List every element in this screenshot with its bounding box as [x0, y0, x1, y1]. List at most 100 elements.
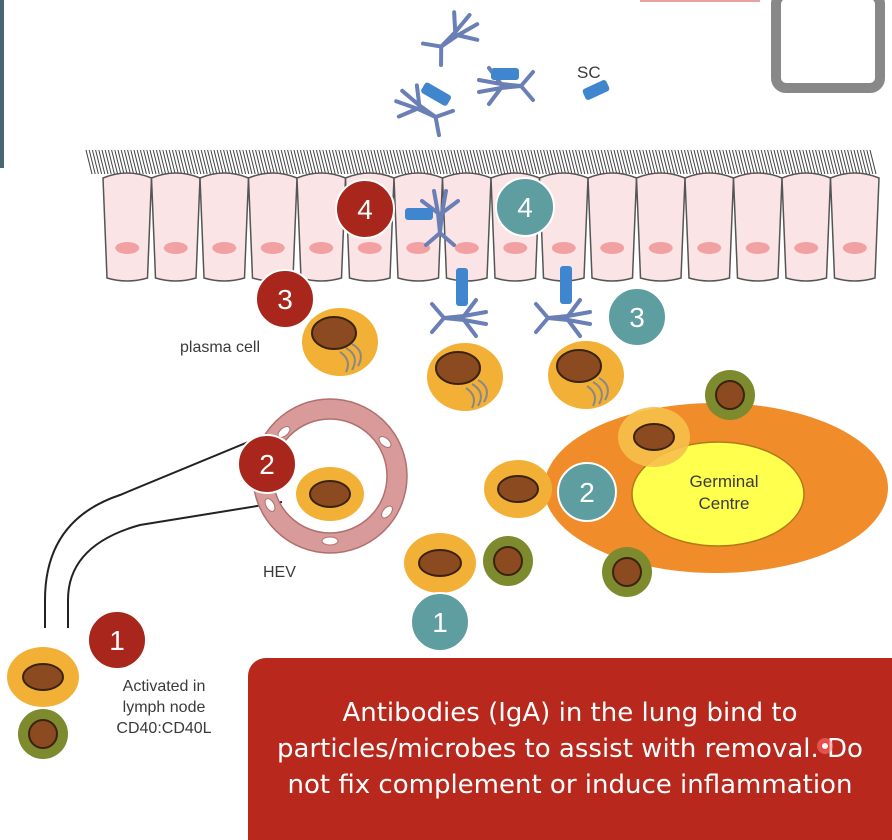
cilium [226, 149, 234, 175]
cilium [200, 149, 208, 175]
cilium [709, 149, 717, 175]
epithelium [102, 172, 880, 282]
cilium [475, 149, 483, 175]
teal-badge-1: 1 [410, 592, 470, 652]
cilia [85, 149, 877, 175]
cilium [85, 149, 93, 175]
cilium [744, 149, 752, 175]
epithelial-cell [732, 172, 783, 282]
activated-label-line3: CD40:CD40L [116, 720, 211, 737]
cilium [738, 149, 746, 175]
cilium [635, 149, 643, 175]
cilium [667, 149, 675, 175]
svg-text:2: 2 [579, 477, 595, 508]
cilium [232, 149, 240, 175]
cilium [418, 149, 426, 175]
cilium [245, 149, 253, 175]
cilium [424, 149, 432, 175]
cilium [443, 149, 451, 175]
free-antibody-1 [418, 3, 487, 71]
cilium [840, 149, 848, 175]
cilium [370, 149, 378, 175]
cilium [703, 149, 711, 175]
cilium [837, 149, 845, 175]
cilium [373, 149, 381, 175]
cilium [824, 149, 832, 175]
cilium [754, 149, 762, 175]
svg-text:4: 4 [517, 192, 533, 223]
cilium [274, 149, 282, 175]
cilium [322, 149, 330, 175]
cilium [290, 149, 298, 175]
sc-label: SC [577, 63, 601, 82]
caption-text: Antibodies (IgA) in the lung bind to par… [277, 698, 863, 800]
cilium [459, 149, 467, 175]
cilium [181, 149, 189, 175]
cilium [312, 149, 320, 175]
cilium [632, 149, 640, 175]
cilium [655, 149, 663, 175]
cilium [664, 149, 672, 175]
cilium [581, 149, 589, 175]
red-badge-3: 3 [255, 269, 315, 329]
cilium [815, 149, 823, 175]
cilium [869, 149, 877, 175]
cilium [498, 149, 506, 175]
epithelial-nucleus [842, 242, 867, 254]
cilium [507, 149, 515, 175]
cilium [392, 149, 400, 175]
cilium [267, 149, 275, 175]
cilium [533, 149, 541, 175]
cilium [693, 149, 701, 175]
cilium [347, 149, 355, 175]
cilium [866, 149, 874, 175]
cilium [546, 149, 554, 175]
epithelial-nucleus [115, 242, 140, 254]
cilium [792, 149, 800, 175]
cilium [162, 149, 170, 175]
cilium [107, 149, 115, 175]
cilium [447, 149, 455, 175]
epithelial-nucleus [503, 242, 528, 254]
cilium [523, 149, 531, 175]
epithelial-nucleus [697, 242, 722, 254]
cilium [293, 149, 301, 175]
cilium [715, 149, 723, 175]
secretory-component [582, 80, 610, 100]
cilium [699, 149, 707, 175]
cilium [795, 149, 803, 175]
cilium [527, 149, 535, 175]
cilium [491, 149, 499, 175]
cilium [731, 149, 739, 175]
cilium [827, 149, 835, 175]
cilium [216, 149, 224, 175]
cilium [95, 149, 103, 175]
cilium [187, 149, 195, 175]
epithelial-cell [296, 172, 347, 282]
vessel-line-inner [67, 501, 283, 628]
caption-box: Antibodies (IgA) in the lung bind to par… [248, 658, 892, 840]
cilium [427, 149, 435, 175]
cilium [562, 149, 570, 175]
cilium [354, 149, 362, 175]
cilium [648, 149, 656, 175]
cilium [530, 149, 538, 175]
cilium [789, 149, 797, 175]
cilium [379, 149, 387, 175]
cilium [303, 149, 311, 175]
basal-antibody-right [534, 298, 592, 338]
epithelial-cell [199, 172, 250, 282]
cilium [501, 149, 509, 175]
cilium [335, 149, 343, 175]
teal-badge-4: 4 [495, 177, 555, 237]
cilium [514, 149, 522, 175]
plasma-cell-left [302, 308, 378, 376]
cilium [482, 149, 490, 175]
cilium [719, 149, 727, 175]
left-edge-bar [0, 0, 4, 168]
pigr-receptor-right [560, 266, 572, 304]
free-antibody-2 [388, 78, 457, 141]
cilium [687, 149, 695, 175]
b-cell-lymph-node [7, 647, 79, 707]
cilium [213, 149, 221, 175]
